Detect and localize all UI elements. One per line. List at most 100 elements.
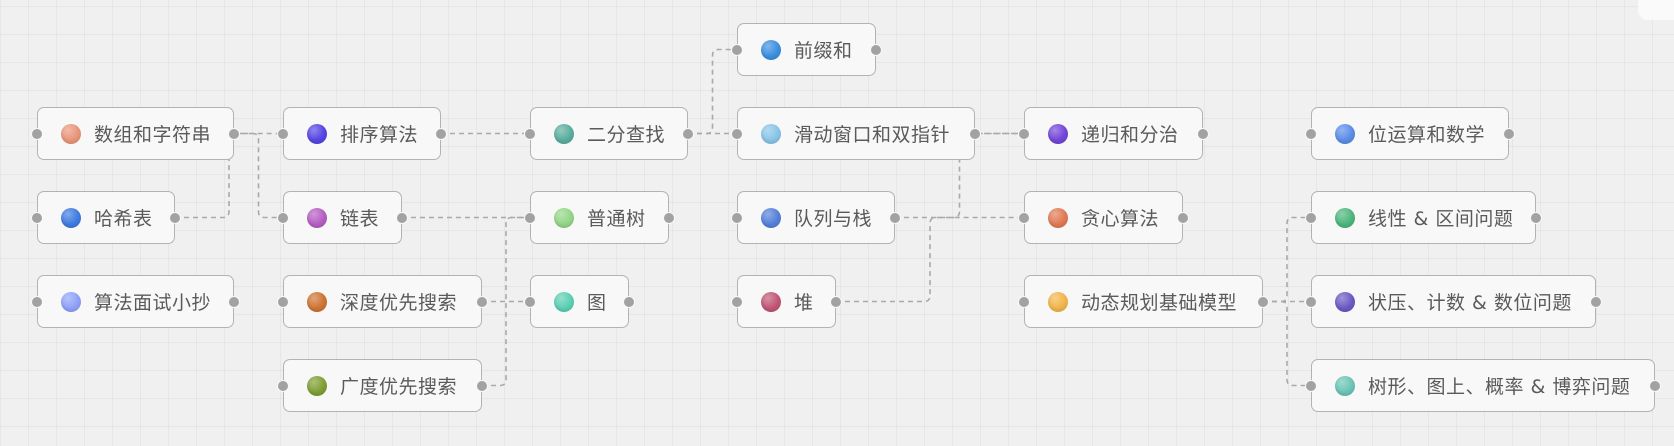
connector-handle-right[interactable] [1177, 211, 1189, 224]
node-lineardp[interactable]: 线性 & 区间问题 [1305, 191, 1542, 244]
circle-icon [1335, 123, 1355, 144]
node-dfs[interactable]: 深度优先搜索 [277, 275, 488, 328]
node-label: 图 [587, 292, 607, 314]
connector-handle-left[interactable] [1305, 379, 1317, 392]
node-arrays[interactable]: 数组和字符串 [31, 107, 240, 160]
edge-dp-to-treedp[interactable] [1263, 300, 1311, 387]
edge-dp-to-lineardp[interactable] [1263, 216, 1311, 303]
node-bitmaskdp[interactable]: 状压、计数 & 数位问题 [1305, 275, 1602, 328]
node-label: 二分查找 [587, 124, 666, 146]
node-label: 位运算和数学 [1368, 124, 1486, 146]
node-queuestack[interactable]: 队列与栈 [731, 191, 901, 244]
node-label: 动态规划基础模型 [1081, 292, 1238, 314]
node-label: 算法面试小抄 [94, 292, 212, 314]
connector-handle-right[interactable] [169, 211, 181, 224]
connector-handle-left[interactable] [277, 295, 289, 308]
edge-bfs-to-tree[interactable] [482, 216, 530, 387]
node-label: 堆 [794, 292, 814, 314]
node-label: 深度优先搜索 [340, 292, 458, 314]
connector-handle-right[interactable] [889, 211, 901, 224]
connector-handle-left[interactable] [277, 211, 289, 224]
circle-icon [1335, 375, 1355, 396]
connector-handle-right[interactable] [228, 127, 240, 140]
edge-arrays-to-linkedlist[interactable] [234, 132, 283, 219]
circle-icon [554, 123, 574, 144]
connector-handle-left[interactable] [524, 211, 536, 224]
connector-handle-right[interactable] [663, 211, 675, 224]
circle-icon [1335, 291, 1355, 312]
circle-icon [1335, 207, 1355, 228]
node-graph[interactable]: 图 [524, 275, 635, 328]
connector-handle-right[interactable] [1197, 127, 1209, 140]
node-recursion[interactable]: 递归和分治 [1018, 107, 1209, 160]
edge-binsearch-to-prefixsum[interactable] [688, 48, 737, 135]
node-label: 哈希表 [94, 208, 153, 230]
connector-handle-left[interactable] [1018, 295, 1030, 308]
node-bfs[interactable]: 广度优先搜索 [277, 359, 488, 412]
node-sorting[interactable]: 排序算法 [277, 107, 447, 160]
node-label: 滑动窗口和双指针 [794, 124, 951, 146]
connector-handle-left[interactable] [524, 127, 536, 140]
node-treedp[interactable]: 树形、图上、概率 & 博弈问题 [1305, 359, 1661, 412]
circle-icon [1048, 291, 1068, 312]
node-prefixsum[interactable]: 前缀和 [731, 23, 882, 76]
connector-handle-right[interactable] [435, 127, 447, 140]
connector-handle-left[interactable] [731, 211, 743, 224]
node-binsearch[interactable]: 二分查找 [524, 107, 694, 160]
node-cheatsheet[interactable]: 算法面试小抄 [31, 275, 240, 328]
connector-handle-left[interactable] [31, 127, 43, 140]
connector-handle-right[interactable] [870, 43, 882, 56]
connector-handle-right[interactable] [969, 127, 981, 140]
connector-handle-left[interactable] [1305, 127, 1317, 140]
circle-icon [307, 207, 327, 228]
connector-handle-right[interactable] [396, 211, 408, 224]
connector-handle-right[interactable] [1590, 295, 1602, 308]
connector-handle-left[interactable] [277, 379, 289, 392]
connector-handle-right[interactable] [623, 295, 635, 308]
connector-handle-right[interactable] [1257, 295, 1269, 308]
connector-handle-left[interactable] [524, 295, 536, 308]
connector-handle-left[interactable] [31, 211, 43, 224]
connector-handle-right[interactable] [476, 379, 488, 392]
node-tree[interactable]: 普通树 [524, 191, 675, 244]
connector-handle-left[interactable] [1018, 211, 1030, 224]
node-label: 前缀和 [794, 40, 853, 62]
connector-handle-left[interactable] [277, 127, 289, 140]
node-label: 树形、图上、概率 & 博弈问题 [1368, 376, 1631, 398]
connector-handle-right[interactable] [682, 127, 694, 140]
connector-handle-left[interactable] [731, 127, 743, 140]
connector-handle-right[interactable] [228, 295, 240, 308]
node-greedy[interactable]: 贪心算法 [1018, 191, 1189, 244]
node-label: 链表 [340, 208, 380, 230]
connector-handle-right[interactable] [476, 295, 488, 308]
node-label: 贪心算法 [1081, 208, 1160, 230]
node-label: 线性 & 区间问题 [1368, 208, 1514, 230]
connector-handle-right[interactable] [1649, 379, 1661, 392]
connector-handle-right[interactable] [1503, 127, 1515, 140]
circle-icon [61, 291, 81, 312]
canvas-corner-panel [1638, 0, 1674, 20]
node-dp[interactable]: 动态规划基础模型 [1018, 275, 1269, 328]
circle-icon [307, 375, 327, 396]
connector-handle-right[interactable] [830, 295, 842, 308]
node-label: 递归和分治 [1081, 124, 1179, 146]
connector-handle-left[interactable] [1018, 127, 1030, 140]
connector-handle-right[interactable] [1530, 211, 1542, 224]
connector-handle-left[interactable] [731, 295, 743, 308]
connector-handle-left[interactable] [731, 43, 743, 56]
node-slidingwindow[interactable]: 滑动窗口和双指针 [731, 107, 981, 160]
connector-handle-left[interactable] [1305, 211, 1317, 224]
node-linkedlist[interactable]: 链表 [277, 191, 408, 244]
connector-handle-left[interactable] [31, 295, 43, 308]
circle-icon [61, 207, 81, 228]
node-label: 广度优先搜索 [340, 376, 458, 398]
node-heap[interactable]: 堆 [731, 275, 842, 328]
circle-icon [307, 123, 327, 144]
node-hash[interactable]: 哈希表 [31, 191, 181, 244]
node-bitmath[interactable]: 位运算和数学 [1305, 107, 1515, 160]
circle-icon [761, 123, 781, 144]
circle-icon [761, 39, 781, 60]
circle-icon [1048, 207, 1068, 228]
connector-handle-left[interactable] [1305, 295, 1317, 308]
